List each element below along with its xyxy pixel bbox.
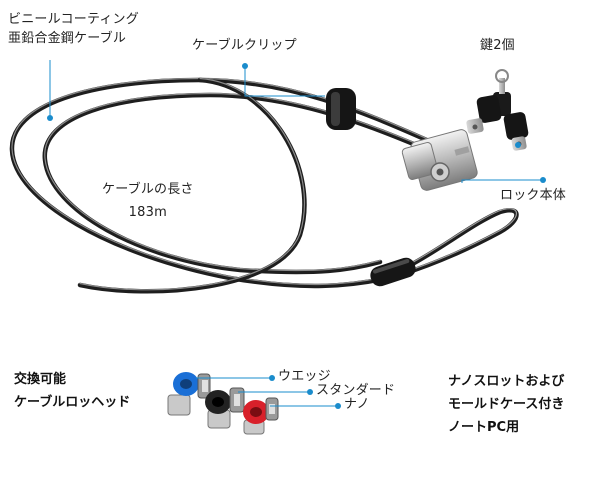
head-callout-lines [196, 377, 338, 407]
lock-head-standard [205, 387, 245, 429]
label-interchangeable-heads: 交換可能 ケーブルロッヘッド [14, 368, 130, 414]
cable-clip-icon [326, 88, 356, 130]
label-cable-length: ケーブルの長さ 183m [102, 180, 194, 222]
lock-body-icon [401, 129, 478, 191]
key-pair-icon [466, 69, 529, 151]
head-callout-dots [269, 375, 341, 409]
cable-sleeve [370, 257, 416, 287]
compat-line3: ノートPC用 [448, 420, 520, 435]
label-lock-body: ロック本体 [500, 188, 567, 203]
label-wedge: ウエッジ [278, 369, 331, 384]
label-vinyl-line2: 亜鉛合金鋼ケーブル [8, 31, 127, 46]
callout-dots [47, 63, 546, 183]
label-cable-clip: ケーブルクリップ [192, 38, 297, 53]
lock-head-wedge [167, 372, 211, 416]
lock-head-nano [243, 397, 279, 435]
compat-line2: モールドケース付き [448, 397, 565, 412]
label-compatibility: ナノスロットおよび モールドケース付き ノートPC用 [448, 370, 564, 439]
heads-title-line1: 交換可能 [14, 372, 67, 387]
label-nano: ナノ [344, 397, 370, 412]
label-standard: スタンダード [316, 383, 396, 398]
heads-title-line2: ケーブルロッヘッド [14, 395, 131, 410]
steel-cable [9, 77, 519, 294]
label-length-line2: 183m [128, 205, 167, 220]
callout-lines [49, 60, 543, 183]
label-vinyl-line1: ビニールコーティング [8, 12, 139, 27]
label-keys: 鍵2個 [480, 38, 515, 53]
label-length-line1: ケーブルの長さ [102, 182, 194, 197]
compat-line1: ナノスロットおよび [448, 374, 565, 389]
label-vinyl-coating: ビニールコーティング 亜鉛合金鋼ケーブル [8, 10, 139, 48]
